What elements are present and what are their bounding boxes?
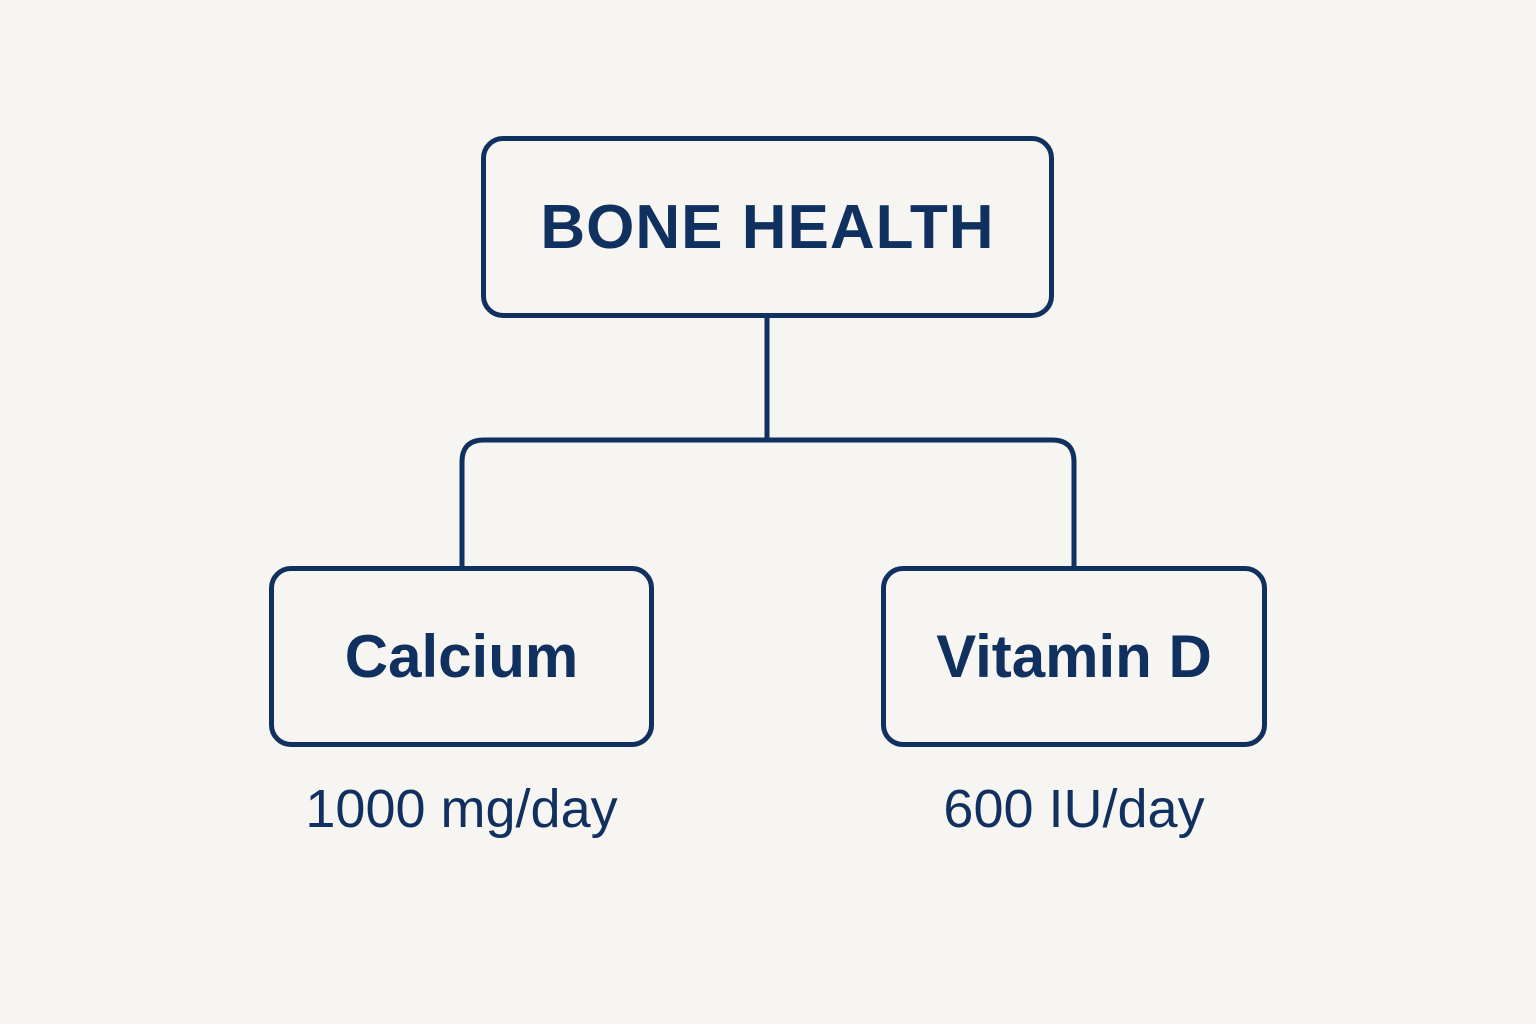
vitamin-d-dose: 600 IU/day	[943, 779, 1205, 839]
calcium-dose: 1000 mg/day	[305, 779, 618, 839]
child-node-calcium: Calcium	[269, 566, 654, 747]
root-node-bone-health: BONE HEALTH	[481, 136, 1054, 318]
branch-connector	[459, 437, 1077, 566]
calcium-label: Calcium	[344, 623, 579, 690]
vitamin-d-label: Vitamin D	[936, 623, 1212, 690]
child-node-vitamin-d: Vitamin D	[881, 566, 1267, 747]
root-node-label: BONE HEALTH	[540, 192, 995, 262]
